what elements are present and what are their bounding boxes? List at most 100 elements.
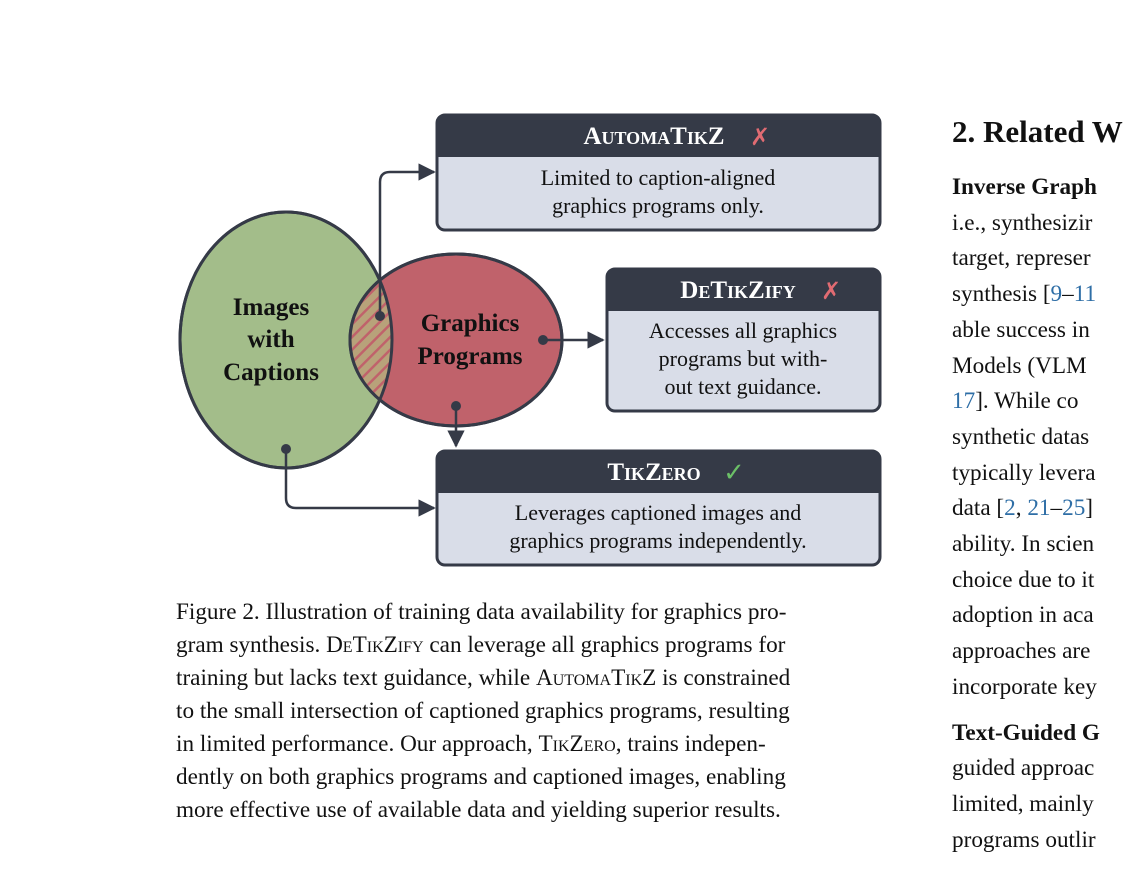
text-run: approaches are <box>952 638 1091 665</box>
text-line: guided approac <box>952 751 1131 787</box>
automatikz-desc-2: graphics programs only. <box>552 193 764 218</box>
arrow-to-automatikz <box>378 163 436 316</box>
tikzero-desc-2: graphics programs independently. <box>509 528 806 553</box>
text-run: is constrained <box>656 665 791 691</box>
text-run: ]. While co <box>975 388 1079 415</box>
caption-line: Figure 2. Illustration of training data … <box>176 596 888 629</box>
text-line: synthesis [9–11 <box>952 277 1131 313</box>
citation-link[interactable]: 25 <box>1062 495 1086 522</box>
related-work-column: 2. Related W Inverse Graph i.e., synthes… <box>952 112 1131 858</box>
text-line: able success in <box>952 313 1131 349</box>
box-tikzero: TikZero ✓ Leverages captioned images and… <box>435 449 882 567</box>
text-run: Models (VLM <box>952 352 1087 379</box>
citation-link[interactable]: 9 <box>1050 281 1063 308</box>
method-name: AutomaTikZ <box>535 665 657 691</box>
left-set-label-3: Captions <box>223 359 319 386</box>
paragraph-heading: Inverse Graph <box>952 174 1097 200</box>
text-run: to the small intersection of captioned g… <box>176 698 790 724</box>
text-run: ] <box>1085 495 1094 522</box>
text-run: synthetic datas <box>952 423 1090 450</box>
caption-text: Figure 2. Illustration of training data … <box>176 596 888 827</box>
text-run: , trains indepen- <box>615 731 766 757</box>
citation-link[interactable]: 2 <box>1004 495 1016 522</box>
automatikz-desc-1: Limited to caption-aligned <box>541 165 776 190</box>
citation-link[interactable]: 21 <box>1027 495 1051 522</box>
text-line: approaches are <box>952 634 1131 670</box>
text-run: dently on both graphics programs and cap… <box>176 764 786 790</box>
text-run: ability. In scien <box>952 531 1095 558</box>
paragraph-heading: Text-Guided G <box>952 719 1100 746</box>
tikzero-desc-1: Leverages captioned images and <box>515 500 801 525</box>
text-line: adoption in aca <box>952 598 1131 634</box>
detikzify-desc-3: out text guidance. <box>664 374 821 399</box>
text-run: guided approac <box>952 755 1095 782</box>
text-run: typically levera <box>952 459 1096 486</box>
arrow-to-tikzero-from-images <box>284 449 436 517</box>
citation-link[interactable]: 17 <box>952 388 976 415</box>
paragraph-lines: guided approac limited, mainly programs ou… <box>952 751 1131 858</box>
text-run: choice due to it <box>952 566 1095 593</box>
paragraph-lines: i.e., synthesizir target, represer synthes… <box>952 206 1131 706</box>
section-title: 2. Related W <box>952 114 1123 149</box>
text-line: target, represer <box>952 241 1131 277</box>
text-run: programs outlir <box>952 826 1096 853</box>
box-automatikz: AutomaTikZ ✗ Limited to caption-aligned … <box>435 113 882 232</box>
right-set-label-1: Graphics <box>421 310 520 337</box>
text-run: able success in <box>952 316 1090 343</box>
figure-caption: Figure 2. Illustration of training data … <box>176 596 888 827</box>
text-line: 17]. While co <box>952 384 1131 420</box>
caption-line: in limited performance. Our approach, Ti… <box>176 728 888 761</box>
text-line: limited, mainly <box>952 787 1131 823</box>
text-run: Illustration of training data availabili… <box>265 599 787 625</box>
method-name: DeTikZify <box>326 632 424 658</box>
cross-icon: ✗ <box>750 123 770 151</box>
automatikz-title: AutomaTikZ <box>583 123 724 150</box>
text-run: – <box>1050 495 1063 522</box>
text-run: incorporate key <box>952 673 1097 700</box>
tikzero-title: TikZero <box>607 459 700 486</box>
text-line: Models (VLM <box>952 349 1131 385</box>
text-line: i.e., synthesizir <box>952 206 1131 242</box>
text-line: programs outlir <box>952 823 1131 859</box>
text-run: in limited performance. Our approach, <box>176 731 539 757</box>
text-line: data [2, 21–25] <box>952 491 1131 527</box>
caption-line-content: Illustration of training data availabili… <box>266 599 787 625</box>
text-line: typically levera <box>952 456 1131 492</box>
text-line: choice due to it <box>952 563 1131 599</box>
text-line: synthetic datas <box>952 420 1131 456</box>
caption-line: dently on both graphics programs and cap… <box>176 761 888 794</box>
text-run: adoption in aca <box>952 602 1094 629</box>
text-line: incorporate key <box>952 670 1131 706</box>
text-run: – <box>1062 281 1074 308</box>
caption-line: more effective use of available data and… <box>176 794 888 827</box>
text-run: synthesis [ <box>952 281 1051 308</box>
figure-label: Figure 2. <box>176 599 260 625</box>
citation-link[interactable]: 11 <box>1073 281 1097 308</box>
caption-line: training but lacks text guidance, while … <box>176 662 888 695</box>
check-icon: ✓ <box>723 458 745 488</box>
text-line: ability. In scien <box>952 527 1131 563</box>
detikzify-desc-2: programs but with- <box>659 346 828 371</box>
text-run: , <box>1015 495 1028 522</box>
training-data-diagram: Images with Captions Graphics Programs A… <box>178 113 882 567</box>
text-guided-paragraph: Text-Guided G guided approac limited, mai… <box>952 716 1131 859</box>
text-run: gram synthesis. <box>176 632 327 658</box>
detikzify-title: DeTikZify <box>680 277 795 304</box>
detikzify-desc-1: Accesses all graphics <box>649 318 837 343</box>
text-run: data [ <box>952 495 1005 522</box>
left-set-label-1: Images <box>233 294 310 321</box>
caption-line: to the small intersection of captioned g… <box>176 695 888 728</box>
text-run: training but lacks text guidance, while <box>176 665 536 691</box>
text-run: i.e., synthesizir <box>952 209 1093 236</box>
method-name: TikZero <box>538 731 616 757</box>
cross-icon: ✗ <box>821 277 841 305</box>
text-run: can leverage all graphics programs for <box>423 632 786 658</box>
left-set-label-2: with <box>247 326 294 353</box>
text-run: more effective use of available data and… <box>176 797 781 823</box>
inverse-graphics-paragraph: Inverse Graph i.e., synthesizir target, r… <box>952 170 1131 706</box>
box-detikzify: DeTikZify ✗ Accesses all graphics progra… <box>605 267 882 413</box>
text-run: target, represer <box>952 245 1091 272</box>
right-set-label-2: Programs <box>417 343 522 370</box>
caption-line: gram synthesis. DeTikZify can leverage a… <box>176 629 888 662</box>
text-run: limited, mainly <box>952 790 1094 817</box>
